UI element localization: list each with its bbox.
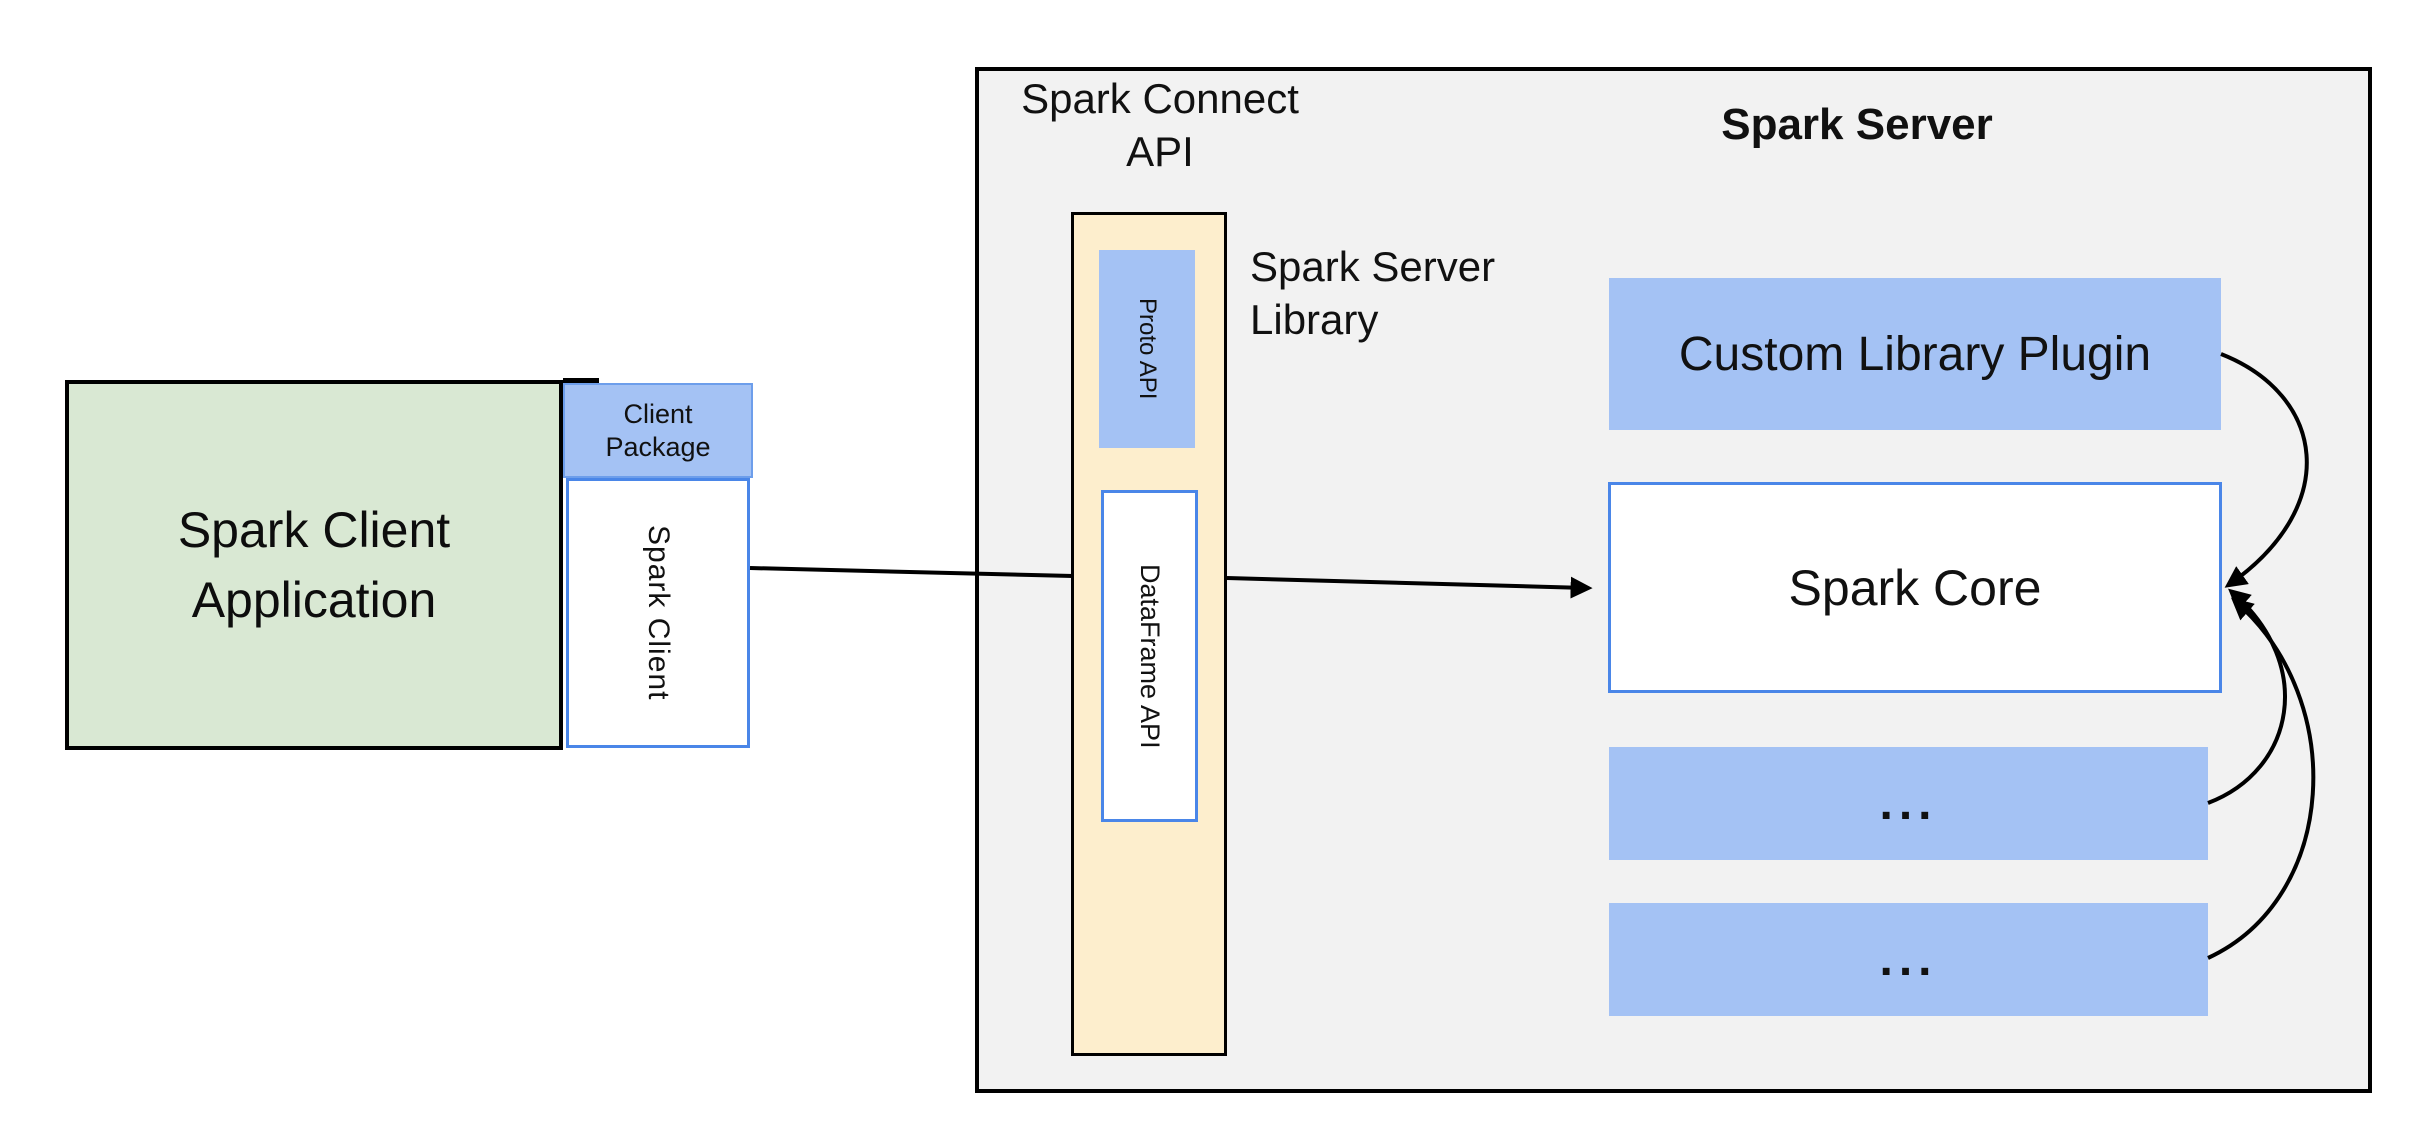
spark-client-application-label: Spark Client Application (178, 495, 450, 635)
spark-client-label: Spark Client (642, 525, 675, 701)
custom-library-plugin-label: Custom Library Plugin (1678, 327, 2152, 381)
client-package-label: Client Package (605, 398, 710, 464)
spark-core-box: Spark Core (1608, 482, 2222, 693)
spark-connect-api-label-line1: Spark Connect (1021, 75, 1299, 122)
custom-library-plugin-box: Custom Library Plugin (1609, 278, 2221, 430)
dataframe-api-box: DataFrame API (1101, 490, 1198, 822)
spark-connect-api-label-line2: API (1126, 128, 1194, 175)
other-plugin-box-1: ... (1609, 747, 2208, 860)
spark-client-box: Spark Client (566, 478, 750, 748)
client-package-label-line2: Package (605, 431, 711, 462)
spark-client-application-label-line2: Application (191, 572, 437, 628)
client-package-box: Client Package (563, 383, 753, 478)
spark-core-label: Spark Core (1788, 559, 2042, 616)
spark-server-library-label: Spark Server Library (1250, 240, 1670, 346)
spark-server-library-label-line1: Spark Server (1250, 243, 1496, 290)
client-package-label-line1: Client (623, 398, 693, 429)
spark-client-application-box: Spark Client Application (65, 380, 563, 750)
spark-client-application-label-line1: Spark Client (177, 502, 451, 558)
spark-connect-api-label: Spark Connect API (1000, 72, 1320, 178)
spark-server-library-label-line2: Library (1250, 296, 1379, 343)
proto-api-label: Proto API (1134, 298, 1161, 400)
other-plugin-box-1-label: ... (1879, 777, 1938, 830)
client-box-border-notch (563, 378, 599, 383)
other-plugin-box-2: ... (1609, 903, 2208, 1016)
dataframe-api-label: DataFrame API (1135, 563, 1165, 749)
spark-server-title: Spark Server (1721, 100, 1993, 149)
other-plugin-box-2-label: ... (1879, 933, 1938, 986)
proto-api-box: Proto API (1099, 250, 1195, 448)
